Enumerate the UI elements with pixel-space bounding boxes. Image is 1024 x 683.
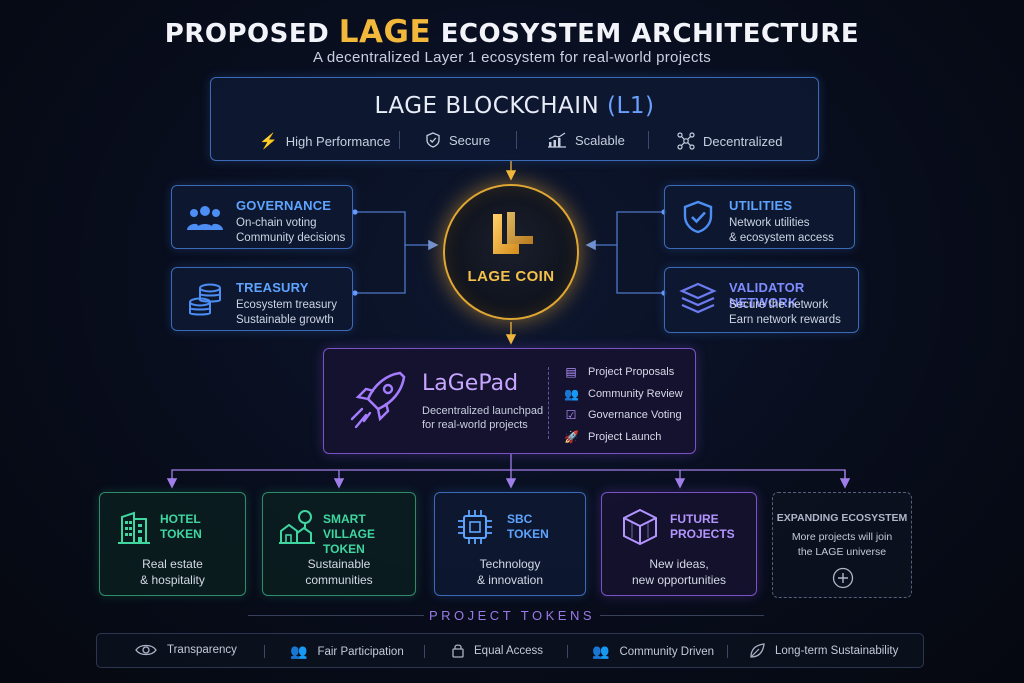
- blockchain-l1-box: LAGE BLOCKCHAIN (L1) ⚡ High Performance …: [210, 77, 819, 161]
- shield-icon: [426, 132, 440, 148]
- plus-circle-icon: [832, 567, 854, 589]
- treasury-box: TREASURY Ecosystem treasury Sustainable …: [171, 267, 353, 331]
- page-subtitle: A decentralized Layer 1 ecosystem for re…: [312, 49, 712, 66]
- leaf-icon: [750, 643, 765, 658]
- village-icon: [279, 510, 315, 544]
- lagepad-box: LaGePad Decentralized launchpad for real…: [323, 348, 696, 454]
- cube-icon: [623, 508, 657, 546]
- network-nodes-icon: [677, 132, 695, 150]
- expanding-title: EXPANDING ECOSYSTEM: [776, 512, 908, 524]
- people-icon: 👥: [564, 387, 579, 401]
- coin-label: LAGE COIN: [467, 268, 555, 285]
- project-tokens-label: PROJECT TOKENS: [428, 608, 596, 623]
- title-accent: LAGE: [338, 14, 432, 50]
- footer-community-driven: 👥 Community Driven: [592, 643, 715, 659]
- feature-high-performance: ⚡ High Performance: [259, 133, 391, 150]
- step-governance-voting: ☑Governance Voting: [565, 408, 682, 422]
- step-project-launch: 🚀Project Launch: [564, 430, 662, 444]
- blockchain-title: LAGE BLOCKCHAIN (L1): [374, 93, 655, 119]
- footer-fair-participation: 👥 Fair Participation: [290, 643, 404, 659]
- chip-icon: [458, 510, 492, 544]
- coin-stack-icon: [189, 283, 221, 316]
- document-icon: ▤: [565, 365, 577, 379]
- rocket-icon: 🚀: [564, 430, 579, 444]
- utilities-box: UTILITIES Network utilities & ecosystem …: [664, 185, 855, 249]
- step-community-review: 👥Community Review: [564, 387, 683, 401]
- treasury-title: TREASURY: [236, 280, 309, 295]
- hotel-building-icon: [118, 511, 150, 544]
- footer-equal-access: Equal Access: [452, 643, 543, 658]
- rocket-icon: [350, 371, 406, 429]
- feature-secure: Secure: [425, 132, 490, 148]
- utilities-title: UTILITIES: [729, 198, 793, 213]
- lage-coin: LAGE COIN: [443, 184, 579, 320]
- lock-icon: [452, 644, 464, 658]
- community-icon: 👥: [592, 643, 610, 659]
- footer-transparency: Transparency: [135, 643, 237, 657]
- step-project-proposals: ▤Project Proposals: [565, 365, 675, 379]
- layers-icon: [679, 282, 717, 314]
- eye-icon: [135, 644, 157, 656]
- lagepad-name: LaGePad: [422, 371, 519, 396]
- lightning-icon: ⚡: [259, 133, 278, 150]
- expanding-ecosystem-box: EXPANDING ECOSYSTEM More projects will j…: [772, 492, 912, 598]
- growth-chart-icon: [548, 132, 566, 148]
- validator-title: VALIDATOR NETWORK: [729, 280, 805, 310]
- people-icon: 👥: [290, 643, 308, 659]
- shield-check-icon: [683, 200, 713, 234]
- feature-decentralized: Decentralized: [677, 132, 783, 150]
- governance-title: GOVERNANCE: [236, 198, 332, 213]
- principles-footer: Transparency 👥 Fair Participation Equal …: [96, 633, 924, 668]
- people-group-icon: [187, 206, 223, 230]
- checkbox-icon: ☑: [565, 408, 577, 422]
- validator-network-box: VALIDATOR NETWORK Secure the network Ear…: [664, 267, 859, 333]
- governance-box: GOVERNANCE On-chain voting Community dec…: [171, 185, 353, 249]
- feature-scalable: Scalable: [547, 132, 625, 148]
- page-title: PROPOSED LAGE ECOSYSTEM ARCHITECTURE: [164, 14, 860, 50]
- footer-long-term-sustainability: Long-term Sustainability: [749, 643, 898, 659]
- lage-logo-icon: [493, 212, 533, 254]
